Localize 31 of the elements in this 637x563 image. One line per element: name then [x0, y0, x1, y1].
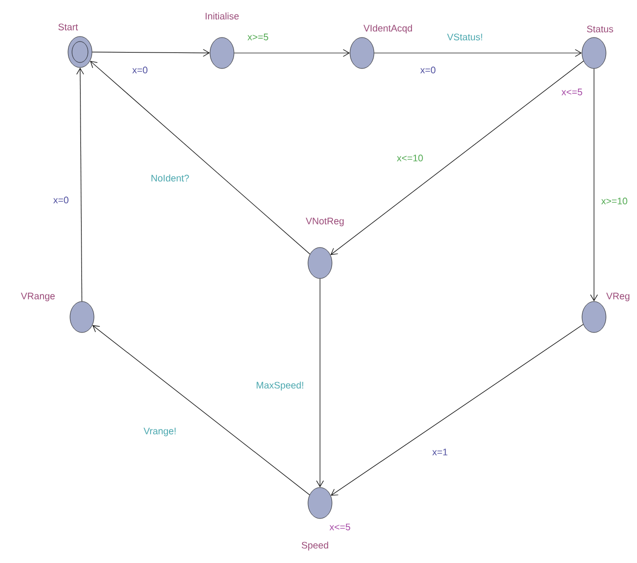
location-name: VIdentAcqd [364, 24, 412, 34]
edge-label: x=0 [132, 66, 148, 74]
transition-arrow [330, 324, 584, 496]
transition-arrow [234, 49, 350, 57]
edge-label: x=0 [53, 196, 68, 204]
invariant-label: x<=5 [562, 88, 582, 96]
location-name: Status [586, 26, 614, 32]
invariant-label: x<=5 [330, 524, 350, 530]
update-label: x=0 [420, 66, 436, 74]
edge-label: x>=10 [601, 198, 628, 204]
transition-arrow [76, 68, 84, 302]
transition-arrow [316, 278, 324, 488]
edge-label: x=1 [432, 448, 448, 456]
location-name: Speed [302, 542, 328, 550]
edge-label: x<=10 [396, 154, 423, 162]
location-name: Start [58, 24, 78, 30]
transition-arrow [590, 68, 598, 302]
transition-arrow [90, 60, 310, 254]
edge-label: Vrange! [144, 428, 176, 436]
location-name: VNotReg [306, 218, 344, 226]
edge-label: MaxSpeed! [256, 382, 304, 390]
edge-label: NoIdent? [152, 174, 189, 182]
location-name: VReg [606, 292, 630, 302]
transition-arrow [92, 49, 210, 57]
transition-arrow [92, 325, 310, 496]
transition-arrow [374, 49, 582, 57]
edge-label: x>=5 [248, 34, 268, 40]
transition-arrow [330, 60, 584, 255]
location-name: VRange [20, 292, 55, 302]
location-name: Initialise [206, 12, 239, 20]
edge-label: VStatus! [447, 34, 482, 40]
